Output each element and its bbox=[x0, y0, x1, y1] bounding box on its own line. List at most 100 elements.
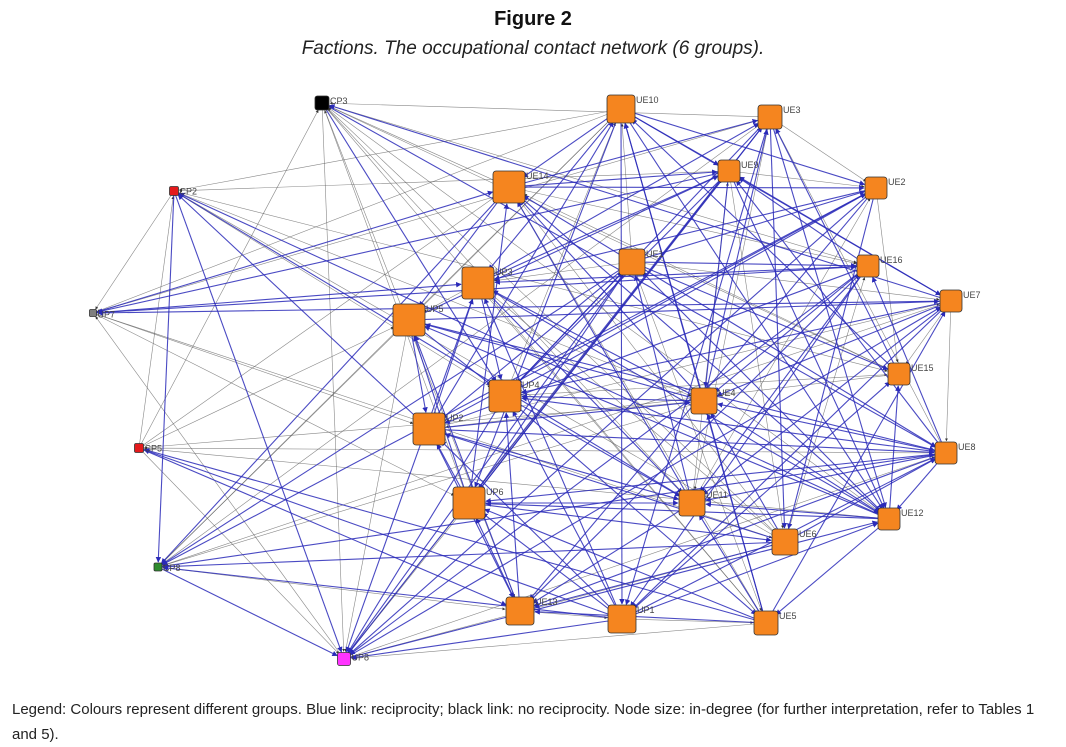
node-label-up5: UP5 bbox=[426, 304, 444, 314]
node-ue14: UE14 bbox=[492, 170, 549, 204]
node-marker-ue13 bbox=[505, 596, 535, 626]
node-marker-ue12 bbox=[877, 507, 901, 531]
figure-title: Figure 2 bbox=[494, 8, 572, 30]
non-reciprocal-link-UE10-UP7 bbox=[96, 108, 622, 312]
node-ue4: UE4 bbox=[690, 387, 736, 415]
node-marker-up5 bbox=[392, 303, 426, 337]
node-label-ue11: UE11 bbox=[706, 490, 728, 500]
reciprocal-link-UP1-CP5 bbox=[143, 448, 614, 619]
node-marker-ue5 bbox=[753, 610, 779, 636]
node-label-ue8: UE8 bbox=[958, 442, 976, 452]
reciprocal-link-CP8-UP8 bbox=[156, 564, 338, 657]
node-label-ue10: UE10 bbox=[636, 95, 659, 105]
reciprocal-link-UP6-UE6 bbox=[480, 501, 772, 543]
node-label-up1: UP1 bbox=[637, 605, 655, 615]
node-up3: UP3 bbox=[461, 266, 513, 300]
node-marker-ue7 bbox=[939, 289, 963, 313]
node-label-ue1: UE1 bbox=[646, 249, 664, 259]
node-ue6: UE6 bbox=[771, 528, 817, 556]
reciprocal-link-UE15-UE3 bbox=[775, 128, 899, 369]
reciprocal-link-UE5-CP5 bbox=[143, 448, 759, 624]
reciprocal-link-UE1-UE16 bbox=[641, 259, 857, 269]
reciprocal-link-UE4-UE12 bbox=[710, 403, 880, 514]
reciprocal-link-UP2-UE4 bbox=[440, 400, 691, 431]
node-cp2: CP2 bbox=[169, 186, 197, 197]
node-up6: UP6 bbox=[452, 486, 504, 520]
node-label-ue9: UE9 bbox=[741, 160, 759, 170]
node-ue2: UE2 bbox=[864, 176, 906, 200]
node-marker-ue11 bbox=[678, 489, 706, 517]
node-marker-ue16 bbox=[856, 254, 880, 278]
node-label-ue16: UE16 bbox=[880, 255, 903, 265]
reciprocal-link-UP3-UP8 bbox=[345, 293, 477, 653]
node-label-ue13: UE13 bbox=[535, 597, 558, 607]
reciprocal-link-CP2-UP8 bbox=[171, 190, 343, 653]
node-marker-up2 bbox=[412, 412, 446, 446]
reciprocal-link-UE11-CP2 bbox=[178, 193, 686, 501]
node-cp5: CP5 bbox=[134, 443, 163, 454]
reciprocal-link-UE1-UE2 bbox=[639, 190, 866, 263]
node-marker-cp5 bbox=[134, 443, 144, 453]
node-label-ue7: UE7 bbox=[963, 290, 981, 300]
node-marker-cp3 bbox=[314, 95, 330, 111]
node-up4: UP4 bbox=[488, 379, 540, 413]
node-ue10: UE10 bbox=[606, 94, 659, 124]
node-marker-ue3 bbox=[757, 104, 783, 130]
reciprocal-link-CP8-UE8 bbox=[157, 452, 935, 570]
non-reciprocal-link-UP7-UP6 bbox=[92, 312, 455, 496]
reciprocal-link-UE1-UE14 bbox=[523, 195, 626, 260]
node-ue15: UE15 bbox=[887, 362, 934, 386]
node-label-up8: UP8 bbox=[352, 653, 370, 663]
figure-subtitle: Factions. The occupational contact netwo… bbox=[301, 38, 765, 59]
node-marker-ue15 bbox=[887, 362, 911, 386]
non-reciprocal-link-CP5-CP3 bbox=[138, 109, 319, 449]
reciprocal-link-UP1-CP8 bbox=[162, 565, 613, 621]
node-label-ue3: UE3 bbox=[783, 105, 801, 115]
node-ue16: UE16 bbox=[856, 254, 903, 278]
node-marker-ue2 bbox=[864, 176, 888, 200]
edge-layer bbox=[91, 101, 952, 662]
reciprocal-link-UP4-UP8 bbox=[347, 404, 502, 654]
node-marker-ue6 bbox=[771, 528, 799, 556]
non-reciprocal-link-UP5-CP8 bbox=[161, 319, 410, 564]
node-marker-up7 bbox=[89, 309, 97, 317]
reciprocal-link-UP8-UE12 bbox=[345, 520, 878, 662]
node-ue11: UE11 bbox=[678, 489, 728, 517]
non-reciprocal-link-UE3-UE2 bbox=[769, 116, 867, 182]
node-up8: UP8 bbox=[337, 652, 370, 666]
node-marker-ue4 bbox=[690, 387, 718, 415]
node-ue9: UE9 bbox=[717, 159, 759, 183]
reciprocal-link-UE8-UE11 bbox=[705, 451, 940, 503]
node-marker-ue1 bbox=[618, 248, 646, 276]
node-marker-up1 bbox=[607, 604, 637, 634]
node-label-cp5: CP5 bbox=[145, 444, 163, 454]
node-cp3: CP3 bbox=[314, 95, 348, 111]
reciprocal-link-UE10-UE14 bbox=[522, 112, 615, 178]
node-ue7: UE7 bbox=[939, 289, 981, 313]
node-label-up7: UP7 bbox=[98, 310, 116, 320]
node-label-up2: UP2 bbox=[446, 413, 464, 423]
non-reciprocal-link-UE7-UE8 bbox=[944, 300, 952, 442]
node-ue3: UE3 bbox=[757, 104, 801, 130]
node-ue5: UE5 bbox=[753, 610, 797, 636]
reciprocal-link-UP1-UP8 bbox=[350, 617, 613, 660]
node-ue8: UE8 bbox=[934, 441, 976, 465]
non-reciprocal-link-UP8-UP7 bbox=[95, 316, 345, 660]
reciprocal-link-UE5-UE13 bbox=[534, 609, 759, 626]
node-marker-up6 bbox=[452, 486, 486, 520]
node-marker-cp8 bbox=[153, 562, 163, 572]
node-label-cp8: CP8 bbox=[163, 563, 181, 573]
reciprocal-link-UE13-UP6 bbox=[475, 517, 519, 604]
reciprocal-link-UP5-UP2 bbox=[408, 331, 428, 413]
node-label-cp3: CP3 bbox=[330, 96, 348, 106]
reciprocal-link-UE7-UE9 bbox=[738, 176, 947, 300]
reciprocal-link-UP8-UE7 bbox=[344, 306, 942, 661]
reciprocal-link-CP3-UP4 bbox=[321, 104, 497, 383]
reciprocal-link-UE16-UE9 bbox=[738, 177, 864, 265]
non-reciprocal-link-UP8-UE8 bbox=[343, 456, 935, 660]
node-label-ue12: UE12 bbox=[901, 508, 924, 518]
non-reciprocal-link-UE14-CP3 bbox=[329, 106, 510, 188]
node-marker-ue8 bbox=[934, 441, 958, 465]
